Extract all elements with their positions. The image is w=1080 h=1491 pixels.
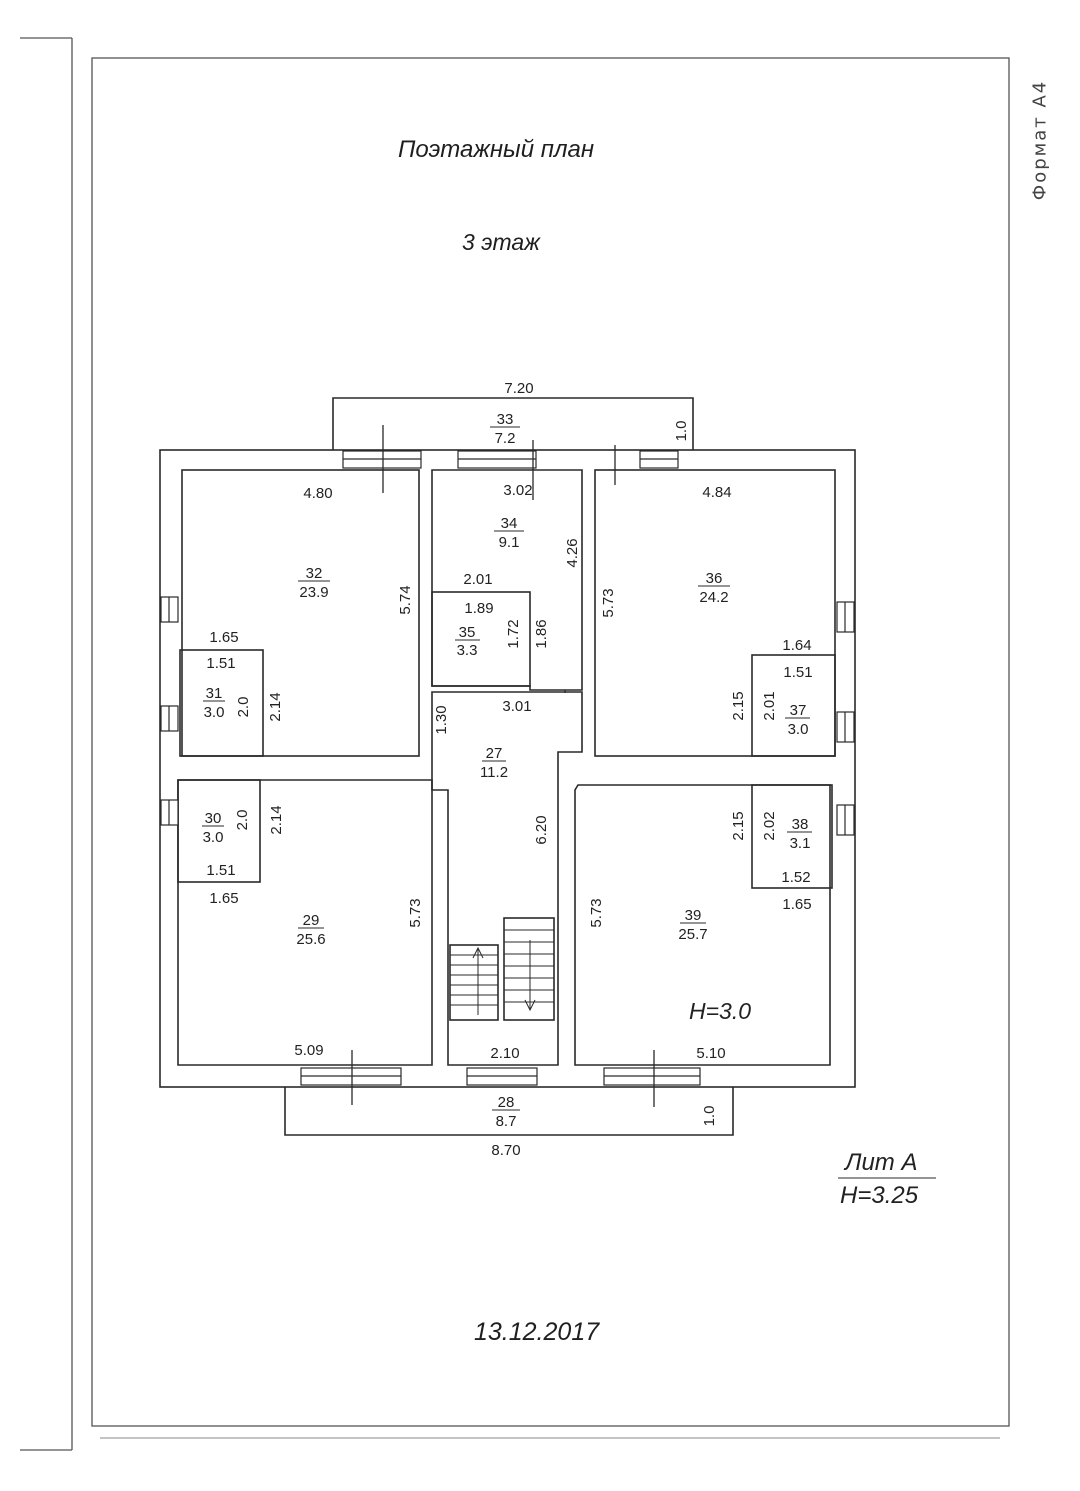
room-35-number: 35 (459, 624, 476, 641)
room-32-area: 23.9 (299, 584, 328, 601)
room-36-number: 36 (706, 570, 723, 587)
balcony-top (332, 397, 694, 450)
dim-r35-h1: 1.72 (505, 619, 522, 648)
room-36-outline (594, 469, 836, 757)
dim-r29-height: 5.73 (407, 898, 424, 927)
dim-r38-bottom: 1.65 (782, 896, 811, 913)
dim-r37-h1: 2.15 (730, 691, 747, 720)
room-39-area: 25.7 (678, 926, 707, 943)
dim-r36-height: 5.73 (600, 588, 617, 617)
floor-label: 3 этаж (462, 229, 541, 255)
dim-r31-width: 1.51 (206, 655, 235, 672)
room-30-area: 3.0 (203, 829, 224, 846)
room-labels: 33 7.2 34 9.1 32 23.9 36 24.2 35 3.3 31 … (203, 411, 811, 1130)
room-39-number: 39 (685, 907, 702, 924)
room-31-number: 31 (206, 685, 223, 702)
room-34-number: 34 (501, 515, 518, 532)
room-29-area: 25.6 (296, 931, 325, 948)
dim-r31-top: 1.65 (209, 629, 238, 646)
room-27-number: 27 (486, 745, 503, 762)
room-33-area: 7.2 (495, 430, 516, 447)
dim-balcony-bottom-depth: 1.0 (701, 1106, 718, 1127)
stair-treads (450, 929, 554, 1015)
dim-balcony-top-width: 7.20 (504, 380, 533, 397)
room-37-number: 37 (790, 702, 807, 719)
dim-r38-width: 1.52 (781, 869, 810, 886)
balcony-bottom (284, 1087, 734, 1136)
room-28-area: 8.7 (496, 1113, 517, 1130)
dim-r39-height: 5.73 (588, 898, 605, 927)
dim-r39-width: 5.10 (696, 1045, 725, 1062)
stair-flight-left (449, 944, 499, 1021)
dim-r27-small: 1.30 (433, 705, 450, 734)
dim-r35-h2: 1.86 (533, 619, 550, 648)
dim-r27-height: 6.20 (533, 815, 550, 844)
page-title: Поэтажный план (398, 136, 595, 163)
room-31-area: 3.0 (204, 704, 225, 721)
room-34-outline (431, 469, 583, 691)
dim-r35-top: 2.01 (463, 571, 492, 588)
room-32-outline (181, 469, 420, 757)
room-36-area: 24.2 (699, 589, 728, 606)
room-27-area: 11.2 (480, 764, 508, 781)
dim-r30-h2: 2.14 (268, 805, 285, 834)
dim-r32-height: 5.74 (397, 585, 414, 614)
date-label: 13.12.2017 (474, 1318, 600, 1346)
room-29-number: 29 (303, 912, 320, 929)
room-35-outline (431, 591, 531, 687)
room-37-area: 3.0 (788, 721, 809, 738)
dim-stair-width: 2.10 (490, 1045, 519, 1062)
dim-r31-h1: 2.0 (235, 697, 252, 718)
room-34-area: 9.1 (499, 534, 520, 551)
dim-r34-height: 4.26 (564, 538, 581, 567)
sheet-frame (91, 57, 1010, 1427)
dim-r29-width: 5.09 (294, 1042, 323, 1059)
dim-r30-width: 1.51 (206, 862, 235, 879)
dimensions-horizontal: 7.20 4.80 3.02 4.84 2.01 1.89 1.65 1.51 … (206, 380, 812, 1159)
room-33-number: 33 (497, 411, 514, 428)
room-38-area: 3.1 (790, 835, 811, 852)
room-label-rules (202, 426, 936, 1179)
ceiling-height-label: H=3.0 (689, 998, 751, 1024)
dim-r34-width: 3.02 (503, 482, 532, 499)
dim-r31-h2: 2.14 (267, 692, 284, 721)
room-37-outline (751, 654, 836, 757)
room-38-number: 38 (792, 816, 809, 833)
outer-wall (159, 449, 856, 1088)
room-27-outline (431, 691, 583, 1066)
room-29-outline (177, 779, 433, 1066)
dim-r38-h2: 2.02 (761, 811, 778, 840)
room-35-area: 3.3 (457, 642, 478, 659)
room-30-number: 30 (205, 810, 222, 827)
dimensions-vertical: 1.0 5.74 4.26 5.73 1.72 1.86 2.0 2.14 2.… (234, 421, 778, 1127)
dim-r36-width: 4.84 (702, 484, 731, 501)
format-label: Формат А4 (1029, 79, 1051, 201)
dim-r37-h2: 2.01 (761, 691, 778, 720)
dim-r32-width: 4.80 (303, 485, 332, 502)
section-ticks (351, 425, 655, 1107)
windows (160, 450, 855, 1086)
room-30-outline (177, 779, 261, 883)
stair-flight-right (503, 917, 555, 1021)
dim-r37-top: 1.64 (782, 637, 811, 654)
dim-balcony-top-depth: 1.0 (673, 421, 690, 442)
dim-balcony-bottom-width: 8.70 (491, 1142, 520, 1159)
dim-r27-width: 3.01 (502, 698, 531, 715)
room-31-outline (179, 649, 264, 757)
dim-r30-h1: 2.0 (234, 810, 251, 831)
room-38-outline (751, 784, 833, 889)
dim-r37-width: 1.51 (783, 664, 812, 681)
room-32-number: 32 (306, 565, 323, 582)
dim-r35-width: 1.89 (464, 600, 493, 617)
room-28-number: 28 (498, 1094, 515, 1111)
dim-r38-h1: 2.15 (730, 811, 747, 840)
dim-r30-bottom: 1.65 (209, 890, 238, 907)
lit-height-label: H=3.25 (840, 1182, 919, 1209)
lit-label: Лит А (843, 1149, 917, 1176)
